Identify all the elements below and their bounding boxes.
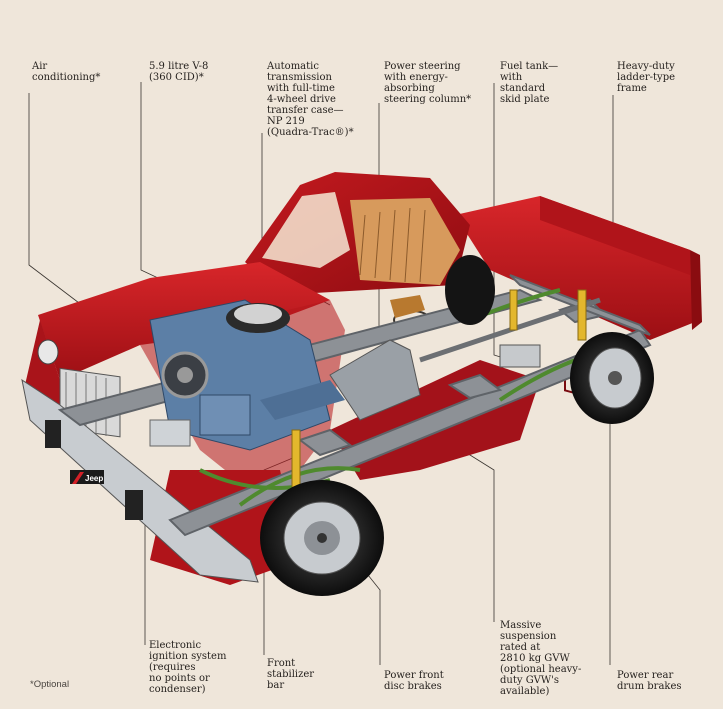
rear-wheel-far xyxy=(445,255,495,325)
rear-wheel xyxy=(570,332,654,424)
callout-engine-v8: 5.9 litre V-8 (360 CID)* xyxy=(149,61,209,83)
callout-massive-suspension: Massive suspension rated at 2810 kg GVW … xyxy=(500,620,582,697)
transmission xyxy=(329,295,601,421)
callout-fuel-tank: Fuel tank— with standard skid plate xyxy=(500,61,559,105)
callout-power-steering: Power steering with energy- absorbing st… xyxy=(384,61,472,105)
callout-rear-drum-brakes: Power rear drum brakes xyxy=(617,670,682,692)
front-wheel xyxy=(260,480,384,596)
footnote-optional: *Optional xyxy=(30,679,70,690)
jeep-badge-text: Jeep xyxy=(85,474,103,483)
v8-engine xyxy=(149,299,345,451)
jeep-badge-plate xyxy=(70,470,104,484)
callout-front-disc-brakes: Power front disc brakes xyxy=(384,670,444,692)
callout-front-stabilizer: Front stabilizer bar xyxy=(267,658,315,691)
callout-electronic-ignition: Electronic ignition system (requires no … xyxy=(149,640,227,695)
cab xyxy=(245,172,470,330)
callout-automatic-transmission: Automatic transmission with full-time 4-… xyxy=(267,61,354,138)
callout-ladder-frame: Heavy-duty ladder-type frame xyxy=(617,61,676,94)
callout-air-conditioning: Air conditioning* xyxy=(32,61,101,83)
